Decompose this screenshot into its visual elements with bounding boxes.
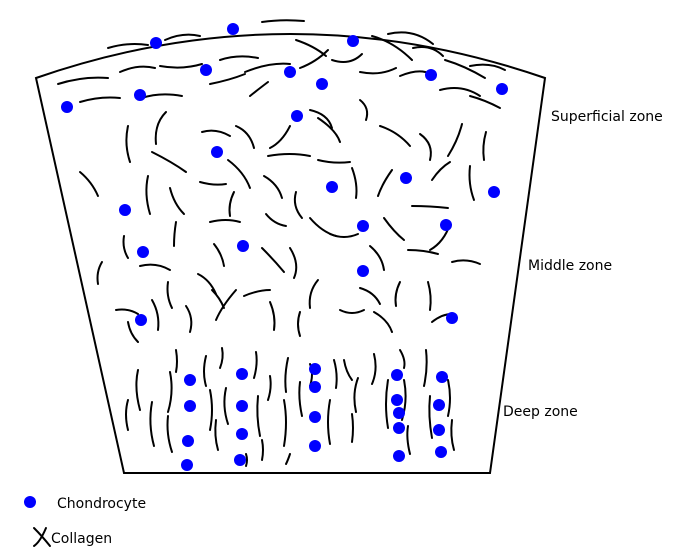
collagen-fiber <box>246 454 247 466</box>
chondrocyte-cell <box>433 424 445 436</box>
legend: Chondrocyte Collagen <box>24 496 146 547</box>
chondrocyte-cell <box>137 246 149 258</box>
chondrocyte-cell <box>347 35 359 47</box>
chondrocyte-cell <box>496 83 508 95</box>
chondrocyte-cell <box>284 66 296 78</box>
chondrocyte-cell <box>393 450 405 462</box>
chondrocyte-cell <box>200 64 212 76</box>
chondrocyte-cell <box>393 407 405 419</box>
chondrocyte-cell <box>433 399 445 411</box>
chondrocyte-cell <box>234 454 246 466</box>
legend-chondrocyte-icon <box>24 496 36 508</box>
chondrocyte-cell <box>211 146 223 158</box>
chondrocyte-cell <box>236 400 248 412</box>
chondrocyte-cell <box>436 371 448 383</box>
chondrocyte-cell <box>134 89 146 101</box>
chondrocyte-cell <box>357 220 369 232</box>
chondrocyte-cell <box>181 459 193 471</box>
chondrocyte-cell <box>400 172 412 184</box>
chondrocyte-cell <box>150 37 162 49</box>
middle-zone-label: Middle zone <box>528 258 612 274</box>
chondrocyte-cell <box>309 440 321 452</box>
chondrocyte-cell <box>425 69 437 81</box>
chondrocyte-cell <box>326 181 338 193</box>
chondrocyte-cell <box>309 381 321 393</box>
collagen-fiber <box>176 350 177 372</box>
chondrocyte-cell <box>182 435 194 447</box>
chondrocyte-cell <box>435 446 447 458</box>
chondrocyte-cell <box>309 363 321 375</box>
chondrocyte-cell <box>184 374 196 386</box>
chondrocyte-cell <box>391 394 403 406</box>
chondrocyte-cell <box>236 368 248 380</box>
chondrocyte-cell <box>237 240 249 252</box>
chondrocyte-cell <box>291 110 303 122</box>
legend-collagen-label: Collagen <box>51 531 112 547</box>
chondrocyte-cell <box>357 265 369 277</box>
collagen-fiber <box>262 20 304 22</box>
chondrocyte-cell <box>184 400 196 412</box>
chondrocyte-cell <box>391 369 403 381</box>
chondrocyte-cell <box>440 219 452 231</box>
chondrocyte-cell <box>446 312 458 324</box>
deep-zone-label: Deep zone <box>503 404 578 420</box>
chondrocyte-cell <box>236 428 248 440</box>
chondrocyte-cell <box>119 204 131 216</box>
chondrocyte-cell <box>316 78 328 90</box>
chondrocyte-cell <box>309 411 321 423</box>
collagen-fiber <box>262 440 263 460</box>
superficial-zone-label: Superficial zone <box>551 109 663 125</box>
chondrocyte-cell <box>61 101 73 113</box>
chondrocyte-cell <box>488 186 500 198</box>
chondrocyte-cell <box>135 314 147 326</box>
chondrocyte-cell <box>393 422 405 434</box>
collagen-fiber <box>108 44 148 48</box>
legend-chondrocyte-label: Chondrocyte <box>57 496 146 512</box>
collagen-fiber <box>352 414 353 442</box>
cartilage-section-outline <box>36 34 545 473</box>
chondrocyte-cell <box>227 23 239 35</box>
